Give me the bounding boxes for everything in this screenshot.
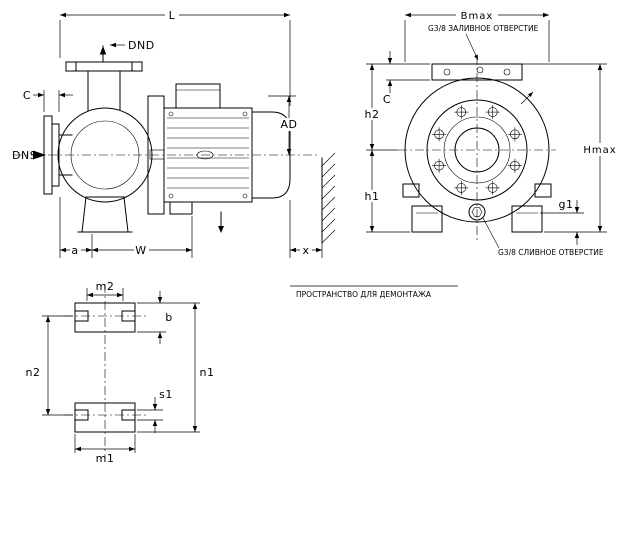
dim-label-h1: h1 <box>365 190 380 203</box>
fan-cover <box>251 111 291 199</box>
dim-g1: g1 <box>540 198 584 245</box>
dim-label-a: a <box>71 244 78 257</box>
dim-label-L: L <box>169 9 176 22</box>
fill-plug-icon <box>476 66 484 74</box>
left-foot <box>411 205 443 233</box>
drain-plug-icon <box>471 207 483 217</box>
dismantling-note: ПРОСТРАНСТВО ДЛЯ ДЕМОНТАЖА <box>290 285 458 299</box>
fill-note-text: G3/8 ЗАЛИВНОЕ ОТВЕРСТИЕ <box>428 24 539 33</box>
fill-note: G3/8 ЗАЛИВНОЕ ОТВЕРСТИЕ <box>428 24 539 61</box>
dim-C-side: C <box>23 89 73 112</box>
dim-h1: h1 <box>361 150 410 233</box>
dim-C-front: C <box>366 51 430 106</box>
dim-label-C-front: C <box>383 93 391 106</box>
motor <box>147 83 291 233</box>
dim-n1: n1 <box>137 303 215 433</box>
nameplate <box>196 150 214 160</box>
dim-s1: s1 <box>137 388 173 433</box>
dim-label-n1: n1 <box>200 366 215 379</box>
dim-label-b: b <box>165 311 172 324</box>
drain-note-text: G3/8 СЛИВНОЕ ОТВЕРСТИЕ <box>498 248 604 257</box>
dns-flow-arrow-icon <box>33 150 46 160</box>
pump-side-view: DND DNS L C AD <box>12 9 458 299</box>
dim-h2: h2 <box>361 64 398 151</box>
vent-arrow-icon <box>520 91 534 105</box>
dim-m1: m1 <box>74 434 136 465</box>
dim-L: L <box>59 9 291 106</box>
terminal-box <box>175 83 221 109</box>
volute-casing <box>57 61 153 233</box>
bottom-foot-pad <box>74 402 136 433</box>
top-flange <box>431 63 523 81</box>
dim-label-x: x <box>302 244 309 257</box>
wall-hatching <box>321 152 336 244</box>
dim-b: b <box>137 291 200 344</box>
dim-label-Hmax: Hmax <box>583 145 616 156</box>
port-label-dnd: DND <box>128 39 155 52</box>
dim-n2: n2 <box>26 315 73 416</box>
port-label-dns: DNS <box>12 149 37 162</box>
dim-Hmax: Hmax <box>522 63 623 233</box>
left-lug <box>402 183 420 198</box>
dim-label-n2: n2 <box>26 366 41 379</box>
base-plan-view: m2 b n2 n1 s1 <box>26 280 215 465</box>
dim-AD: AD <box>268 95 300 155</box>
dim-label-AD: AD <box>281 118 298 131</box>
dim-m2: m2 <box>86 280 124 301</box>
dismantling-note-text: ПРОСТРАНСТВО ДЛЯ ДЕМОНТАЖА <box>296 290 432 299</box>
dim-label-h2: h2 <box>365 108 380 121</box>
pump-front-view: G3/8 СЛИВНОЕ ОТВЕРСТИЕ G3/8 ЗАЛИВНОЕ ОТВ… <box>361 9 623 257</box>
dim-label-Bmax: Bmax <box>461 11 494 22</box>
dim-label-g1: g1 <box>559 198 574 211</box>
dim-label-s1: s1 <box>159 388 173 401</box>
motor-foot <box>169 201 193 215</box>
right-foot <box>511 205 543 233</box>
top-foot-pad <box>74 302 136 333</box>
dim-label-C-side: C <box>23 89 31 102</box>
dim-label-m1: m1 <box>96 452 115 465</box>
drain-plug: G3/8 СЛИВНОЕ ОТВЕРСТИЕ <box>468 203 604 257</box>
front-casing <box>402 63 552 233</box>
right-lug <box>534 183 552 198</box>
dim-bottom-row: a W x <box>59 197 323 258</box>
dim-label-W: W <box>135 244 146 257</box>
discharge-flange <box>65 61 143 72</box>
dim-Bmax: Bmax <box>404 9 550 62</box>
dim-label-m2: m2 <box>96 280 115 293</box>
